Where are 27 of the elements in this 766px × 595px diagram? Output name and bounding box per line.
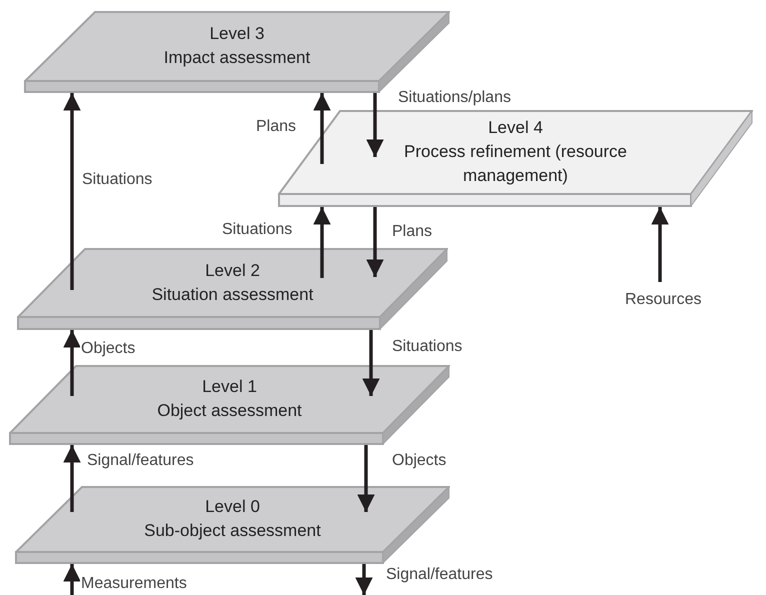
- level-name: Process refinement (resource management): [403, 141, 628, 187]
- level-title: Level 0: [205, 496, 260, 518]
- arrow: [355, 564, 373, 595]
- edge-label: Objects: [391, 451, 448, 471]
- arrow: [366, 93, 384, 157]
- arrow: [357, 445, 375, 512]
- level-name: Sub-object assessment: [144, 520, 321, 542]
- level-title: Level 2: [205, 260, 260, 282]
- arrow: [366, 207, 384, 277]
- level-title: Level 1: [202, 376, 257, 398]
- level-title: Level 3: [210, 23, 264, 45]
- edge-label: Signal/features: [86, 451, 195, 471]
- edge-label: Signal/features: [385, 565, 494, 585]
- edge-label: Objects: [80, 339, 136, 359]
- arrow: [362, 330, 380, 396]
- arrow: [651, 207, 669, 282]
- arrow: [313, 93, 331, 164]
- level-name: Impact assessment: [164, 47, 310, 69]
- arrow: [63, 564, 81, 595]
- arrow: [63, 445, 81, 512]
- arrow: [63, 93, 81, 290]
- arrow: [63, 330, 81, 396]
- edge-label: Situations/plans: [397, 88, 512, 108]
- arrow: [313, 207, 331, 278]
- level-title: Level 4: [488, 117, 543, 139]
- level-name: Object assessment: [157, 400, 302, 422]
- level-name: Situation assessment: [152, 284, 314, 306]
